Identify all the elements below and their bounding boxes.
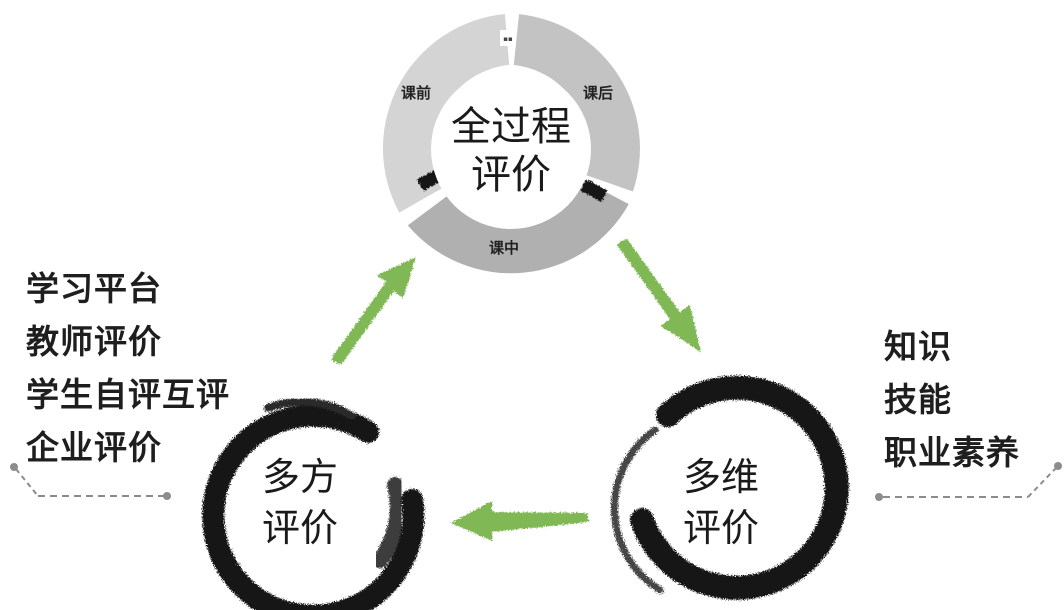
green-arrow-up — [332, 257, 416, 365]
ink-ring-right-outer — [630, 375, 849, 600]
segment-after-label: 课后 — [583, 84, 613, 102]
ink-ring-left-inner — [264, 397, 356, 420]
segment-before-label: 课前 — [401, 84, 431, 102]
segment-after-class — [513, 14, 640, 192]
source-item: 学生自评互评 — [26, 375, 230, 414]
left-connector — [10, 463, 171, 500]
source-item: 企业评价 — [26, 428, 162, 467]
multi-dimensional-title-line1: 多维 — [683, 455, 759, 499]
source-item: 学习平台 — [26, 269, 162, 308]
segment-during-label: 课中 — [489, 239, 519, 257]
multi-dimensional-evaluation-ring: 多维 评价 — [611, 375, 849, 600]
multi-party-title-line2: 评价 — [262, 506, 338, 550]
left-connector-start-dot — [163, 492, 171, 500]
left-connector-diagonal — [15, 468, 39, 497]
process-title-line2: 评价 — [471, 152, 551, 198]
process-evaluation-donut: ▪▪ 课前 课后 课中 全过程 评价 — [382, 14, 640, 274]
process-title-line1: 全过程 — [451, 104, 571, 150]
donut-center — [431, 69, 591, 229]
ink-ring-left-outer — [202, 404, 425, 610]
multi-party-evaluation-ring: 多方 评价 — [202, 397, 425, 610]
ink-ring-right-inner — [611, 426, 664, 594]
green-arrow-down — [617, 239, 701, 352]
right-connector-end-dot — [1054, 462, 1062, 470]
right-connector — [875, 462, 1062, 501]
right-connector-start-dot — [875, 493, 883, 501]
right-connector-diagonal — [1027, 467, 1057, 498]
evaluation-dimensions-list: 知识 技能 职业素养 — [884, 320, 1020, 479]
dimension-item: 知识 — [884, 327, 952, 366]
multi-party-title-line1: 多方 — [262, 455, 338, 499]
tiny-marker-text: ▪▪ — [503, 35, 513, 43]
brush-mark-right — [580, 179, 608, 202]
ink-ring-left-tail — [372, 477, 406, 568]
tiny-marker-label — [500, 30, 516, 46]
source-item: 教师评价 — [26, 322, 162, 361]
dimension-item: 技能 — [884, 380, 952, 419]
segment-before-class — [382, 14, 510, 213]
green-arrow-left — [451, 501, 588, 541]
evaluation-sources-list: 学习平台 教师评价 学生自评互评 企业评价 — [26, 262, 230, 474]
multi-dimensional-title-line2: 评价 — [683, 506, 759, 550]
dimension-item: 职业素养 — [884, 433, 1020, 472]
